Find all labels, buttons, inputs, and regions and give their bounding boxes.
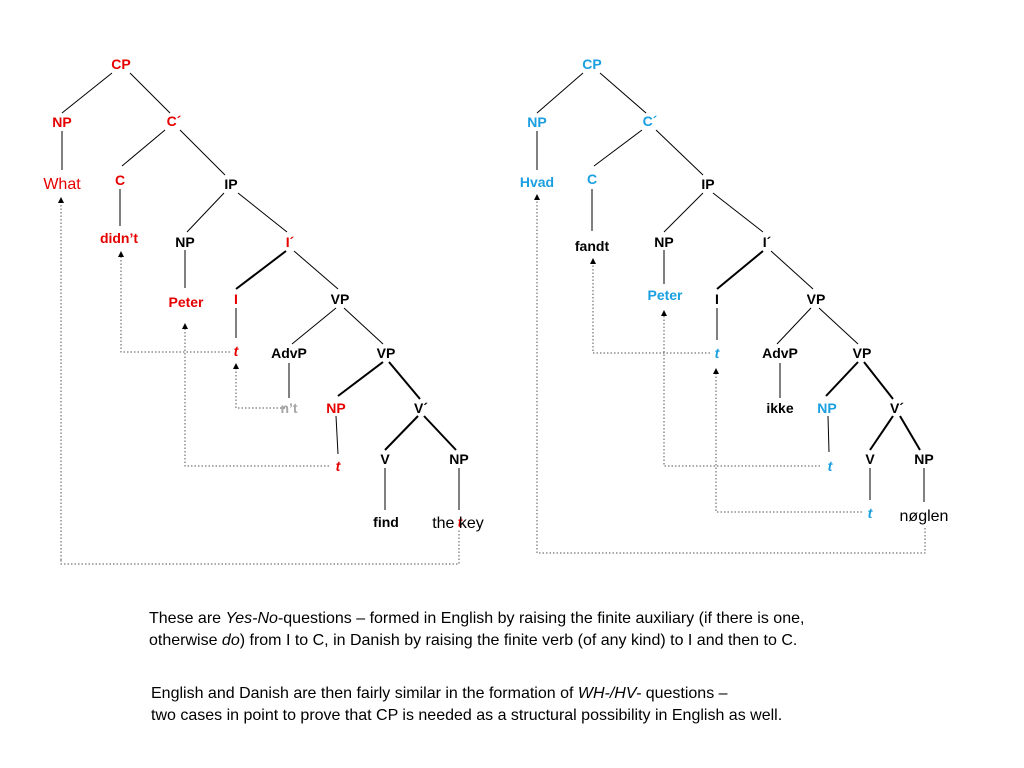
english-tree: CP NP C´ What C IP didn’t NP I´ Peter I …	[43, 56, 484, 565]
en-peter-word: Peter	[168, 294, 204, 310]
danish-tree: CP NP C´ Hvad C IP fandt NP I´ Peter I V…	[520, 56, 949, 554]
caption-yes-no: These are Yes-No-questions – formed in E…	[149, 608, 1009, 652]
en-t-i-trace: t	[234, 343, 240, 359]
en-c-label: C	[115, 172, 125, 188]
en-ip-label: IP	[224, 176, 237, 192]
da-noglen-word: nøglen	[900, 508, 949, 525]
caption-wh-questions: English and Danish are then fairly simil…	[151, 683, 1011, 727]
en-v-label: V	[380, 451, 390, 467]
en-advp-label: AdvP	[271, 345, 307, 361]
da-fandt-word: fandt	[575, 238, 610, 254]
syntax-tree-diagram: CP NP C´ What C IP didn’t NP I´ Peter I …	[43, 56, 949, 565]
en-c-bar-label: C´	[167, 113, 182, 129]
caption-2-text-a: English and Danish are then fairly simil…	[151, 685, 578, 702]
en-t-np-trace: t	[336, 458, 342, 474]
da-v-bar-label: V´	[890, 400, 904, 416]
caption-2-text-c: questions –	[641, 685, 728, 702]
caption-2-line-2: two cases in point to prove that CP is n…	[151, 705, 1011, 727]
caption-1-line-1: These are Yes-No-questions – formed in E…	[149, 608, 1009, 630]
en-what-word: What	[43, 176, 81, 193]
en-nt-word: n’t	[280, 400, 297, 416]
en-i-bar-label: I´	[286, 234, 295, 250]
en-np-spec-label: NP	[52, 114, 71, 130]
caption-2-text-b: WH-/HV-	[577, 685, 642, 702]
en-v-bar-label: V´	[414, 400, 428, 416]
da-t-v-trace: t	[868, 505, 874, 521]
da-np-trace-label: NP	[817, 400, 836, 416]
da-np-spec-label: NP	[527, 114, 546, 130]
en-np-subj-label: NP	[175, 234, 194, 250]
caption-1-line-2: otherwise do) from I to C, in Danish by …	[149, 630, 1009, 652]
da-ip-label: IP	[701, 176, 714, 192]
da-vp2-label: VP	[853, 345, 872, 361]
da-v-label: V	[865, 451, 875, 467]
da-i-label: I	[715, 291, 719, 307]
da-np-obj-label: NP	[914, 451, 933, 467]
da-np-subj-label: NP	[654, 234, 673, 250]
en-cp-label: CP	[111, 56, 130, 72]
caption-1-text-d: otherwise	[149, 632, 222, 649]
da-i-bar-label: I´	[763, 234, 772, 250]
da-hvad-word: Hvad	[520, 174, 554, 190]
da-advp-label: AdvP	[762, 345, 798, 361]
en-vp2-label: VP	[377, 345, 396, 361]
da-peter-word: Peter	[647, 287, 683, 303]
caption-1-text-f: ) from I to C, in Danish by raising the …	[239, 632, 798, 649]
caption-2-line-1: English and Danish are then fairly simil…	[151, 683, 1011, 705]
caption-2-text-d: two cases in point to prove that CP is n…	[151, 707, 783, 724]
da-c-label: C	[587, 171, 597, 187]
en-the-key-word: the key	[432, 515, 484, 532]
caption-1-text-b: Yes-No	[225, 610, 278, 627]
da-cp-label: CP	[582, 56, 601, 72]
caption-1-text-a: These are	[149, 610, 226, 627]
caption-1-text-c: -questions – formed in English by raisin…	[277, 610, 805, 627]
en-i-label: I	[234, 291, 238, 307]
en-np-trace-label: NP	[326, 400, 345, 416]
en-np-obj-label: NP	[449, 451, 468, 467]
da-ikke-word: ikke	[766, 400, 793, 416]
da-t-i-trace: t	[715, 345, 721, 361]
caption-1-text-e: do	[221, 632, 240, 649]
en-didnt-word: didn’t	[100, 230, 138, 246]
en-t-obj-trace: t	[458, 514, 464, 530]
en-find-word: find	[373, 514, 399, 530]
da-t-np-trace: t	[828, 458, 834, 474]
en-vp-label: VP	[331, 291, 350, 307]
da-vp-label: VP	[807, 291, 826, 307]
da-c-bar-label: C´	[643, 113, 658, 129]
